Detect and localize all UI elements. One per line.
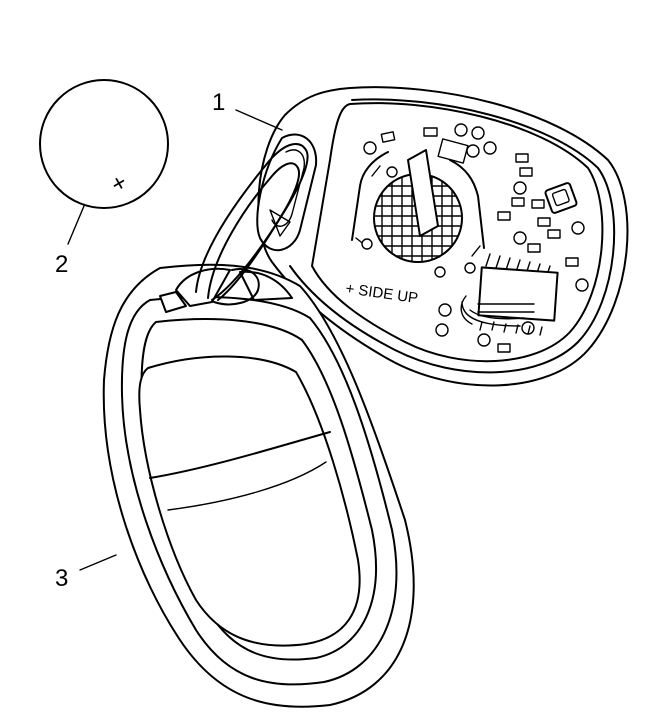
button-pad-recess [138,355,361,647]
switch-component [544,182,578,214]
callout-2: 2 [55,205,85,278]
callout-number-1: 1 [212,89,225,116]
callout-number-2: 2 [55,251,68,278]
board-traces [460,295,535,327]
key-ring [195,143,309,306]
transmitter-front-housing [102,263,415,708]
callout-1: 1 [212,89,283,131]
surface-mount-components [380,127,579,353]
callout-number-3: 3 [55,565,68,592]
keyring-slot [159,267,293,313]
antenna-coil [351,149,485,278]
coin-cell-battery: + [39,79,169,209]
circuit-board: + SIDE UP [311,102,604,363]
callout-3: 3 [55,554,117,592]
